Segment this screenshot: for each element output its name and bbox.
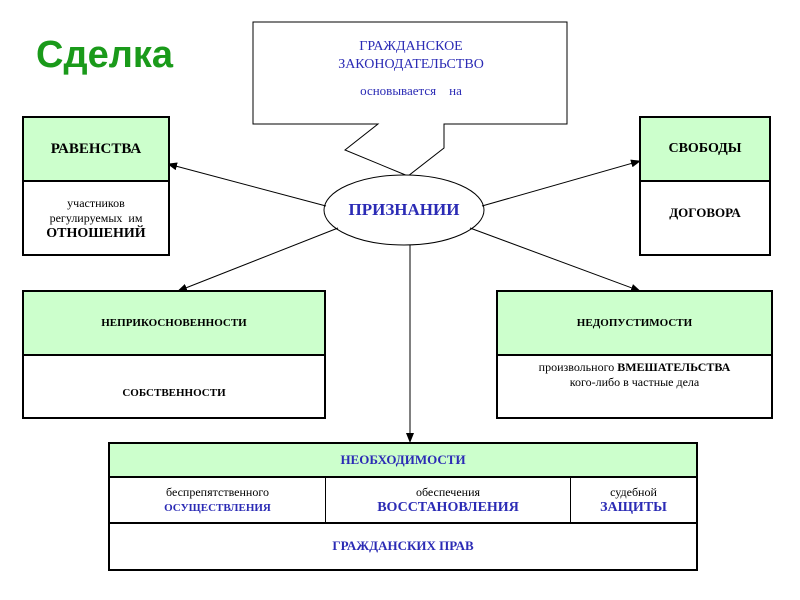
slide-title: Сделка (36, 34, 173, 76)
ravenstva-line-1: участников (67, 195, 125, 210)
cell-osushchestvleniya: беспрепятственного ОСУЩЕСТВЛЕНИЯ (110, 478, 325, 522)
box-neobhodimosti: НЕОБХОДИМОСТИ беспрепятственного ОСУЩЕСТ… (108, 442, 698, 571)
box-nedopustimosti: НЕДОПУСТИМОСТИ произвольного ВМЕШАТЕЛЬСТ… (496, 290, 773, 419)
cell-2-bottom: ВОССТАНОВЛЕНИЯ (377, 500, 519, 515)
neobhodimosti-footer-wrap: ГРАЖДАНСКИХ ПРАВ (110, 524, 696, 567)
box-neobhodimosti-head: НЕОБХОДИМОСТИ (110, 444, 696, 478)
ravenstva-line-2: регулируемых им (49, 210, 143, 225)
cell-vosstanovleniya: обеспечения ВОССТАНОВЛЕНИЯ (325, 478, 570, 522)
callout-shape (252, 21, 568, 177)
callout-text: ГРАЖДАНСКОЕ ЗАКОНОДАТЕЛЬСТВО основываетс… (256, 38, 566, 100)
box-svobody-body: ДОГОВОРА (641, 182, 769, 242)
arrow-to-neprikosnovennosti (177, 227, 339, 292)
cell-1-top: беспрепятственного (166, 485, 269, 499)
nedopustimosti-line-1-bold: ВМЕШАТЕЛЬСТВА (617, 360, 731, 374)
box-ravenstva: РАВЕНСТВА участников регулируемых им ОТН… (22, 116, 170, 256)
callout-line-2: ЗАКОНОДАТЕЛЬСТВО (338, 57, 484, 72)
ravenstva-line-3: ОТНОШЕНИЙ (46, 225, 146, 241)
callout-line-3: основывается на (360, 83, 462, 98)
box-svobody-head: СВОБОДЫ (641, 118, 769, 182)
cell-1-bottom: ОСУЩЕСТВЛЕНИЯ (164, 502, 271, 514)
arrow-to-svobody (481, 159, 641, 207)
center-ellipse (323, 174, 485, 246)
neobhodimosti-row: беспрепятственного ОСУЩЕСТВЛЕНИЯ обеспеч… (110, 478, 696, 524)
cell-3-bottom: ЗАЩИТЫ (600, 500, 667, 515)
box-nedopustimosti-head: НЕДОПУСТИМОСТИ (498, 292, 771, 356)
neobhodimosti-footer: ГРАЖДАНСКИХ ПРАВ (332, 538, 474, 553)
arrow-to-ravenstva (167, 162, 327, 207)
nedopustimosti-line-2: кого-либо в частные дела (569, 375, 700, 389)
cell-zashchity: судебной ЗАЩИТЫ (570, 478, 696, 522)
cell-3-top: судебной (610, 485, 657, 499)
box-ravenstva-body: участников регулируемых им ОТНОШЕНИЙ (24, 182, 168, 254)
nedopustimosti-line-1-prefix: произвольного (538, 360, 615, 374)
cell-2-top: обеспечения (415, 485, 481, 499)
callout-line-1: ГРАЖДАНСКОЕ (359, 39, 463, 54)
box-neprikosnovennosti: НЕПРИКОСНОВЕННОСТИ СОБСТВЕННОСТИ (22, 290, 326, 419)
center-label: ПРИЗНАНИИ (348, 200, 460, 219)
box-svobody: СВОБОДЫ ДОГОВОРА (639, 116, 771, 256)
arrow-to-nedopustimosti (469, 227, 641, 292)
svobody-body-text: ДОГОВОРА (669, 204, 741, 220)
box-ravenstva-head: РАВЕНСТВА (24, 118, 168, 182)
neprikosnovennosti-body-text: СОБСТВЕННОСТИ (122, 387, 226, 399)
nedopustimosti-line-1: произвольного ВМЕШАТЕЛЬСТВА (539, 360, 731, 375)
box-neprikosnovennosti-body: СОБСТВЕННОСТИ (24, 356, 324, 417)
box-nedopustimosti-body: произвольного ВМЕШАТЕЛЬСТВА кого-либо в … (498, 356, 771, 396)
box-neprikosnovennosti-head: НЕПРИКОСНОВЕННОСТИ (24, 292, 324, 356)
